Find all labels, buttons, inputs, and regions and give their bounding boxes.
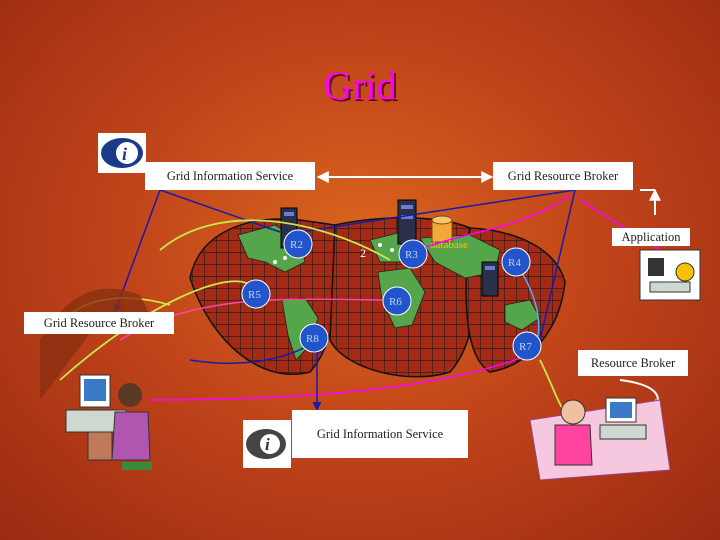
resource-r3[interactable]: R3 xyxy=(398,239,428,269)
info-icon: i xyxy=(243,420,291,468)
gis-bottom-label[interactable]: Grid Information Service xyxy=(292,410,468,458)
info-icon: i xyxy=(98,133,146,173)
svg-text:i: i xyxy=(122,144,127,164)
gis-top-label[interactable]: Grid Information Service xyxy=(145,162,315,190)
svg-text:i: i xyxy=(265,435,270,454)
resource-r2-label: R2 xyxy=(290,239,303,251)
resource-r2[interactable]: R2 xyxy=(283,229,313,259)
server-icon xyxy=(481,261,499,297)
resource-r7[interactable]: R7 xyxy=(512,331,542,361)
grb-top-label[interactable]: Grid Resource Broker xyxy=(493,162,633,190)
resource-r7-label: R7 xyxy=(519,341,532,353)
resource-broker-label[interactable]: Resource Broker xyxy=(578,350,688,376)
resource-r4[interactable]: R4 xyxy=(501,247,531,277)
user-at-computer-icon xyxy=(529,397,671,481)
server-icon xyxy=(397,199,417,245)
resource-r6[interactable]: R6 xyxy=(382,286,412,316)
resource-r4-label: R4 xyxy=(508,257,521,269)
resource-r6-label: R6 xyxy=(389,296,402,308)
database-icon xyxy=(431,215,453,243)
resource-r8[interactable]: R8 xyxy=(299,323,329,353)
resource-r5-label: R5 xyxy=(248,289,261,301)
application-users-icon xyxy=(639,249,701,301)
database-label: database xyxy=(430,239,468,251)
resource-r5[interactable]: R5 xyxy=(241,279,271,309)
user-at-computer-icon xyxy=(65,374,152,470)
grb-left-label[interactable]: Grid Resource Broker xyxy=(24,312,174,334)
resource-r3-label: R3 xyxy=(405,249,418,261)
slide-title: Grid xyxy=(323,63,397,108)
map-number: 2 xyxy=(360,246,366,260)
application-label[interactable]: Application xyxy=(612,228,690,246)
resource-r8-label: R8 xyxy=(306,333,319,345)
